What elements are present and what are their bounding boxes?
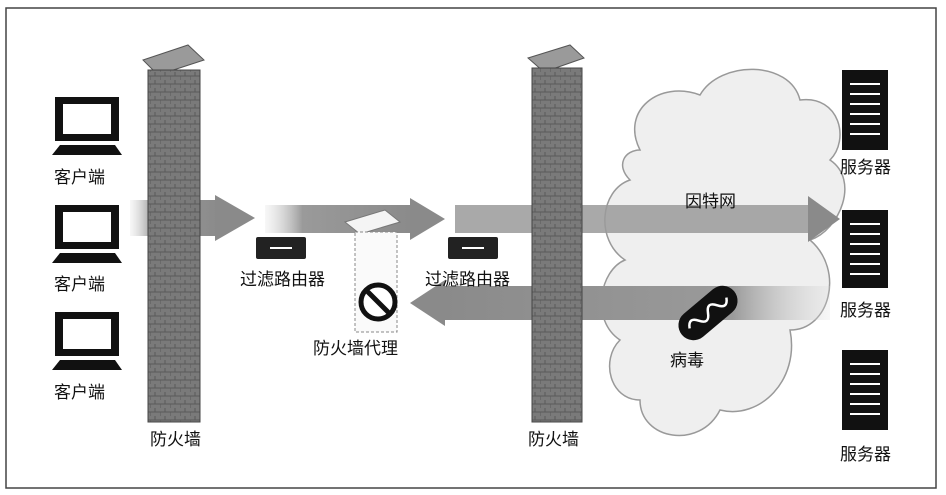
client-label-3: 客户端 xyxy=(54,383,105,403)
firewall-right-label: 防火墙 xyxy=(528,430,579,450)
router-left-label: 过滤路由器 xyxy=(240,270,325,290)
firewall-left-label: 防火墙 xyxy=(150,430,201,450)
proxy-label: 防火墙代理 xyxy=(313,339,398,359)
firewall-right xyxy=(526,44,585,423)
internet-cloud xyxy=(600,68,846,437)
server-2 xyxy=(842,210,888,288)
inbound-arrow xyxy=(410,280,830,326)
server-label-1: 服务器 xyxy=(840,158,891,178)
server-label-3: 服务器 xyxy=(840,445,891,465)
firewall-proxy-box xyxy=(343,209,402,333)
client-computer-3 xyxy=(52,312,122,370)
filter-router-left xyxy=(256,237,306,259)
outbound-arrow xyxy=(130,195,840,242)
client-label-1: 客户端 xyxy=(54,168,105,188)
client-computer-1 xyxy=(52,97,122,155)
virus-label: 病毒 xyxy=(670,351,704,371)
server-3 xyxy=(842,350,888,430)
client-computer-2 xyxy=(52,205,122,263)
server-1 xyxy=(842,70,888,150)
filter-router-right xyxy=(448,237,498,259)
virus-icon xyxy=(678,285,738,341)
firewall-left xyxy=(142,44,205,423)
server-label-2: 服务器 xyxy=(840,301,891,321)
diagram-frame xyxy=(5,7,937,489)
client-label-2: 客户端 xyxy=(54,275,105,295)
internet-label: 因特网 xyxy=(685,192,736,212)
router-right-label: 过滤路由器 xyxy=(425,270,510,290)
